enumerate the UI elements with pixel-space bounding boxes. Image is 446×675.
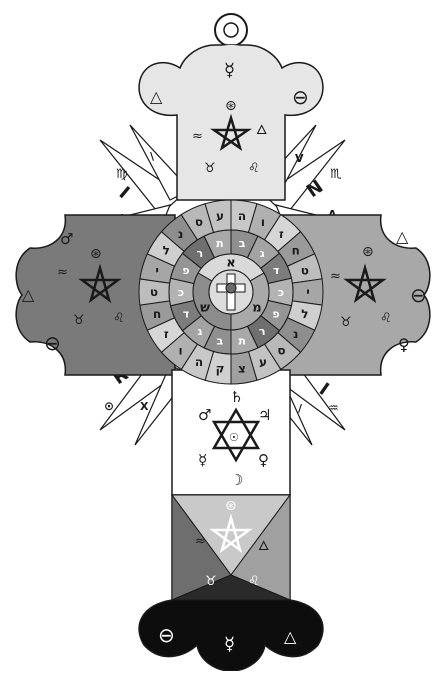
top-wheel-icon: ⊛ <box>225 98 237 114</box>
wheel-middle-letter: ר <box>259 325 266 338</box>
bottom-corner-triangle-icon: △ <box>284 627 297 646</box>
wheel-outer-letter: ל <box>301 307 308 321</box>
wheel-outer-letter: ו <box>261 215 265 229</box>
wheel-outer-letter: י <box>155 264 159 278</box>
wheel-outer-letter: ז <box>279 227 284 241</box>
wheel-outer-letter: ו <box>179 343 183 357</box>
wheel-middle-letter: כ <box>278 286 284 299</box>
wheel-outer-letter: נ <box>178 227 183 241</box>
hexagram-moon-icon: ☽ <box>230 471 243 489</box>
ray-sign-scorpio: ♏ <box>330 167 342 182</box>
wheel-outer-letter: ס <box>195 215 203 229</box>
ray-letter-v: V <box>295 152 304 165</box>
ray-letter-i-upper: I <box>115 183 134 203</box>
suspension-ring-hole <box>224 23 238 37</box>
top-corner-triangle-icon: △ <box>150 87 163 106</box>
hexagram-saturn-icon: ♄ <box>230 388 243 406</box>
wheel-outer-letter: ח <box>292 244 300 258</box>
top-water-icon: ≈ <box>192 129 203 144</box>
wheel-middle-letter: ב <box>239 237 246 250</box>
wheel-middle-letter: ת <box>238 335 246 348</box>
bottom-corner-earth-icon: ⊖ <box>158 623 175 647</box>
wheel-middle-letter: ג <box>197 325 202 338</box>
left-mars-icon: ♂ <box>60 230 73 248</box>
wheel-middle-letter: ד <box>273 264 279 277</box>
right-water-icon: ≈ <box>330 269 341 284</box>
ray-sign-sun: ⊙ <box>104 399 114 413</box>
left-taurus-icon: ♉ <box>73 313 85 328</box>
wheel-outer-letter: ק <box>216 361 225 375</box>
bottom-fire-icon: 🜂 <box>258 539 269 554</box>
ray-letter-i-lower: I <box>315 379 333 400</box>
wheel-outer-letter: ה <box>195 355 203 369</box>
top-corner-earth-icon: ⊖ <box>292 85 309 109</box>
wheel-inner-letter: מ <box>252 301 261 316</box>
bottom-taurus-icon: ♉ <box>205 574 217 589</box>
ray-letter-x: X <box>140 400 149 413</box>
wheel-middle-letter: ר <box>197 247 204 260</box>
wheel-inner-letter: א <box>226 256 235 271</box>
bottom-wheel-icon: ⊛ <box>225 498 237 514</box>
right-venus-icon: ♀ <box>398 335 410 354</box>
wheel-middle-letter: פ <box>272 308 279 321</box>
top-mercury-icon: ☿ <box>224 60 235 81</box>
left-corner-earth-icon: ⊖ <box>44 331 61 355</box>
wheel-outer-letter: ח <box>153 307 161 321</box>
top-taurus-icon: ♉ <box>204 161 216 176</box>
wheel-outer-letter: ט <box>150 285 158 299</box>
wheel-outer-letter: י <box>306 285 310 299</box>
wheel-outer-letter: ז <box>164 327 169 341</box>
right-corner-triangle-icon: △ <box>396 227 409 246</box>
bottom-arm: ⊛ ≈ 🜂 ♉ ♌ ⊖ △ ☿ <box>139 495 323 671</box>
wheel-middle-letter: ד <box>183 308 189 321</box>
ray-letter-slash-lr: / <box>298 402 303 415</box>
wheel-middle-letter: ב <box>217 335 224 348</box>
ray-sign-virgo: ♍ <box>116 167 128 182</box>
wheel-outer-letter: ע <box>216 209 224 223</box>
wheel-outer-letter: נ <box>293 327 298 341</box>
hexagram-venus-icon: ♀ <box>258 451 269 469</box>
bottom-water-icon: ≈ <box>195 534 206 549</box>
left-corner-triangle-icon: △ <box>22 285 35 304</box>
top-leo-icon: ♌ <box>248 161 260 176</box>
wheel-outer-letter: צ <box>238 361 246 375</box>
left-wheel-icon: ⊛ <box>90 246 102 262</box>
wheel-middle-letter: ת <box>216 237 224 250</box>
wheel-outer-letter: ע <box>259 355 267 369</box>
ray-sign-aquarius: ♒ <box>328 401 339 415</box>
hub-rose <box>226 283 236 293</box>
wheel-middle-letter: פ <box>182 264 189 277</box>
wheel-inner-letter: ש <box>200 301 210 316</box>
left-leo-icon: ♌ <box>113 311 125 326</box>
wheel-outer-letter: ה <box>238 209 246 223</box>
wheel-outer-letter: ס <box>277 343 285 357</box>
right-leo-icon: ♌ <box>380 311 392 326</box>
left-water-icon: ≈ <box>57 265 68 280</box>
wheel-middle-letter: ג <box>260 247 265 260</box>
top-fire-icon: 🜂 <box>256 123 267 138</box>
hexagram-jupiter-icon: ♃ <box>258 406 271 424</box>
right-taurus-icon: ♉ <box>340 315 352 330</box>
hexagram-sun-icon: ☉ <box>229 431 239 444</box>
wheel-outer-letter: ל <box>163 244 170 258</box>
lower-shaft: ♄ ♃ ♂ ☉ ♀ ☿ ☽ <box>172 370 290 495</box>
bottom-leo-icon: ♌ <box>248 574 260 589</box>
hexagram-mercury-icon: ☿ <box>198 451 207 469</box>
bottom-mercury-icon: ☿ <box>224 634 235 655</box>
right-corner-earth-icon: ⊖ <box>410 283 427 307</box>
right-wheel-icon: ⊛ <box>362 244 374 260</box>
hexagram-mars-icon: ♂ <box>198 406 211 424</box>
wheel-outer-letter: ט <box>301 264 309 278</box>
wheel-middle-letter: כ <box>178 286 184 299</box>
